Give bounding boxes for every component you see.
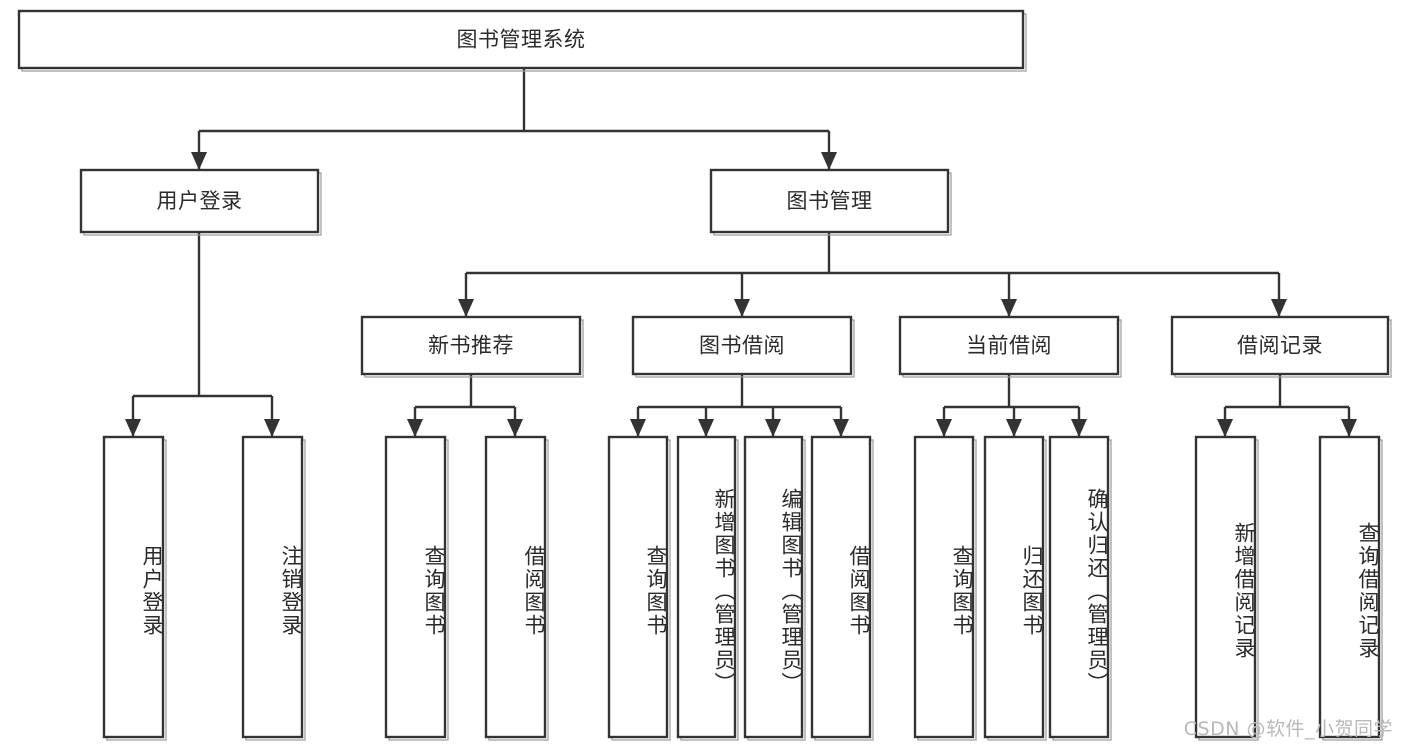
edge-book-manage-to-level3 — [458, 232, 1287, 317]
node-book-manage-label: 图书管理 — [787, 189, 873, 213]
arrow-head-icon — [821, 152, 837, 170]
node-new-book-rec[interactable] — [360, 315, 584, 378]
nodes-layer — [17, 9, 1392, 741]
arrow-head-icon — [507, 419, 523, 437]
arrow-head-icon — [734, 299, 750, 317]
connectors-layer — [125, 68, 1357, 437]
node-user-login[interactable] — [79, 168, 322, 236]
arrow-head-icon — [1271, 299, 1287, 317]
node-user-login-label: 用户登录 — [157, 189, 243, 213]
arrow-head-icon — [833, 419, 849, 437]
arrow-head-icon — [191, 152, 207, 170]
node-current-borrow-label: 当前借阅 — [966, 334, 1052, 358]
node-root[interactable] — [17, 9, 1027, 72]
edge-new-book-rec-to-leaves — [407, 374, 523, 437]
arrow-head-icon — [125, 419, 141, 437]
node-leaf-borrow-book-1[interactable] — [484, 435, 549, 741]
arrow-head-icon — [1341, 419, 1357, 437]
node-leaf-edit-book[interactable] — [743, 435, 806, 741]
arrow-head-icon — [765, 419, 781, 437]
arrow-head-icon — [1071, 419, 1087, 437]
node-leaf-borrow-book-2[interactable] — [810, 435, 874, 741]
node-new-book-rec-label: 新书推荐 — [428, 334, 514, 358]
node-book-borrow-label: 图书借阅 — [699, 334, 785, 358]
edge-book-borrow-to-leaves — [630, 374, 849, 437]
arrow-head-icon — [630, 419, 646, 437]
node-leaf-query-book-1[interactable] — [384, 435, 449, 741]
arrow-head-icon — [698, 419, 714, 437]
arrow-head-icon — [1217, 419, 1233, 437]
node-leaf-return-book[interactable] — [983, 435, 1047, 741]
node-borrow-record-label: 借阅记录 — [1237, 334, 1323, 358]
node-book-manage[interactable] — [709, 168, 952, 236]
node-leaf-query-book-2[interactable] — [607, 435, 671, 741]
edge-borrow-record-to-leaves — [1217, 374, 1357, 437]
arrow-head-icon — [1001, 299, 1017, 317]
node-book-borrow[interactable] — [631, 315, 855, 378]
node-root-label: 图书管理系统 — [457, 28, 586, 52]
edge-current-borrow-to-leaves — [936, 374, 1087, 437]
node-leaf-add-record[interactable] — [1194, 435, 1259, 741]
node-borrow-record[interactable] — [1170, 315, 1392, 378]
node-leaf-query-book-3[interactable] — [913, 435, 977, 741]
node-leaf-query-record[interactable] — [1318, 435, 1383, 741]
arrow-head-icon — [264, 419, 280, 437]
node-leaf-user-logout[interactable] — [241, 435, 306, 741]
arrow-head-icon — [1006, 419, 1022, 437]
arrow-head-icon — [458, 299, 474, 317]
edge-user-login-to-leaves — [125, 232, 280, 437]
node-leaf-confirm-return[interactable] — [1048, 435, 1112, 741]
arrow-head-icon — [936, 419, 952, 437]
arrow-head-icon — [407, 419, 423, 437]
node-leaf-add-book[interactable] — [676, 435, 739, 741]
node-current-borrow[interactable] — [898, 315, 1122, 378]
node-leaf-user-login[interactable] — [102, 435, 167, 741]
csdn-watermark: CSDN @软件_小贺同学 — [1183, 718, 1393, 740]
edge-root-to-level2 — [191, 68, 837, 170]
